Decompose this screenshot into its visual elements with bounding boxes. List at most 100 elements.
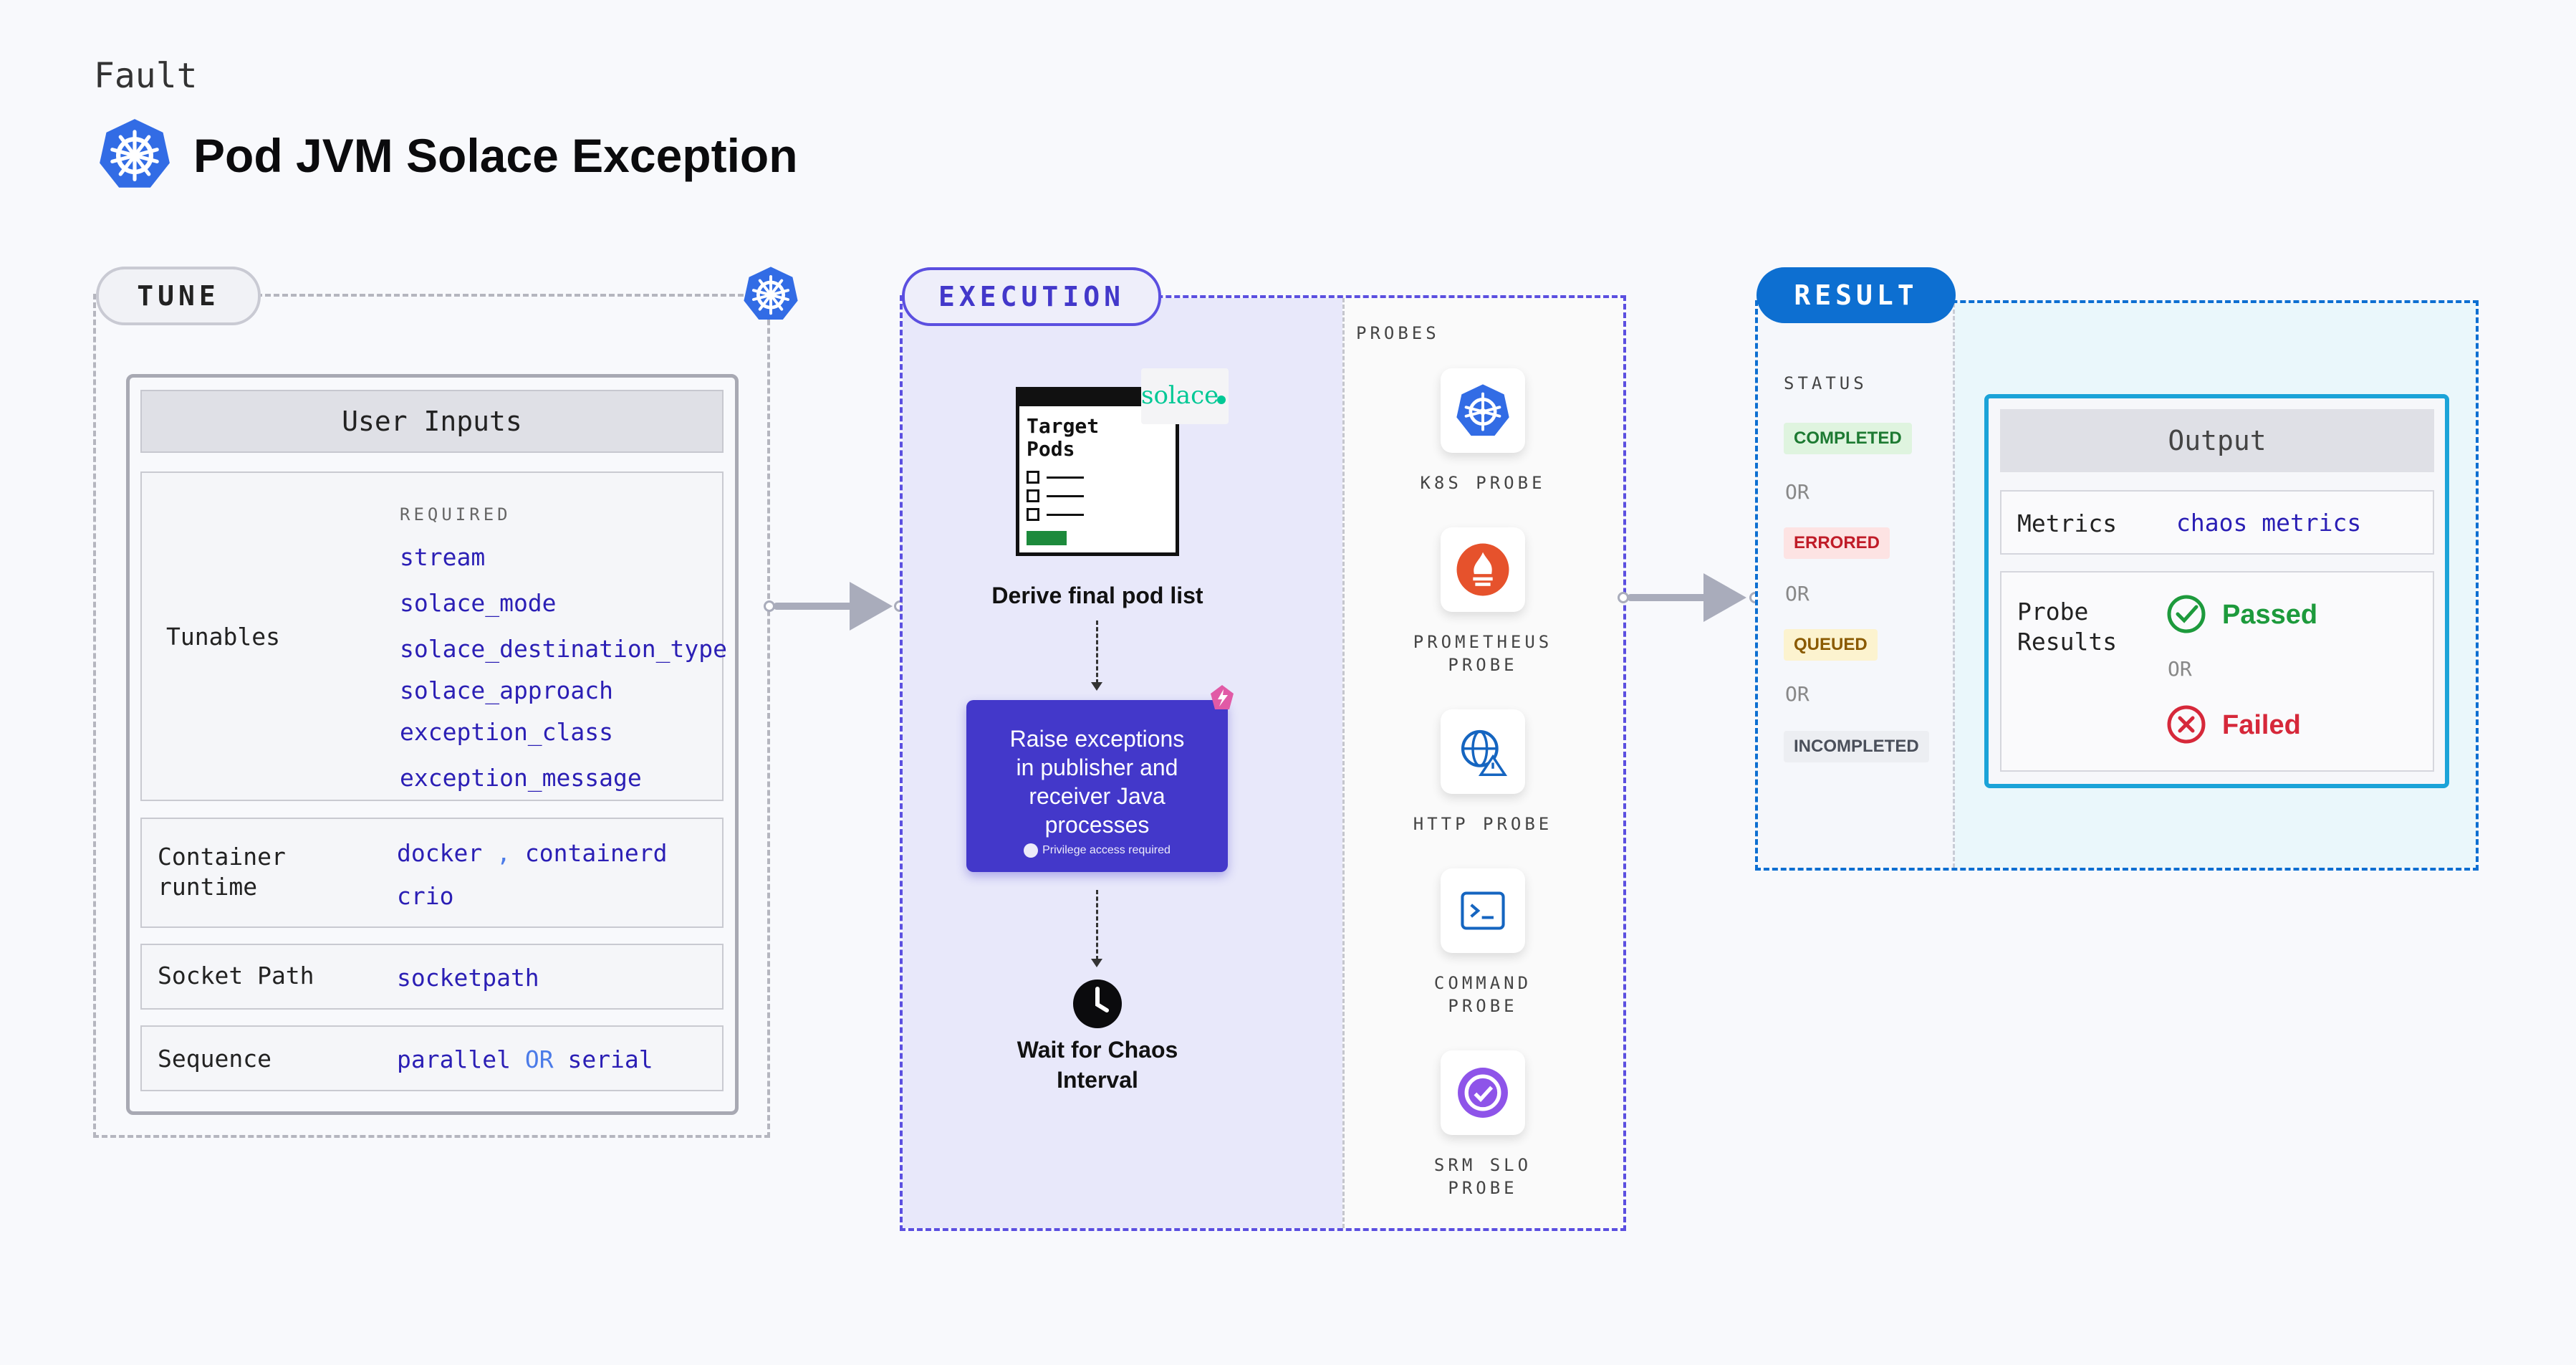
socket-path-label: Socket Path xyxy=(158,962,314,990)
probe-results-label: Probe Results xyxy=(2017,597,2117,657)
flow-connector xyxy=(1096,621,1098,684)
status-incompleted-badge: INCOMPLETED xyxy=(1784,731,1929,762)
or-separator: OR xyxy=(1785,682,1810,706)
checklist xyxy=(1019,468,1176,524)
metrics-row: Metrics chaos metrics xyxy=(2000,490,2434,555)
terminal-icon xyxy=(1441,868,1525,953)
title-row: Pod JVM Solace Exception xyxy=(97,116,798,195)
status-label: STATUS xyxy=(1784,373,1868,393)
k8s-probe: K8S PROBE xyxy=(1343,368,1623,494)
or-separator: OR xyxy=(1785,480,1810,504)
raise-line2: in publisher and xyxy=(1016,755,1178,780)
required-label: REQUIRED xyxy=(400,504,511,525)
socket-path-cell: Socket Path socketpath xyxy=(140,944,724,1010)
solace-logo: solace xyxy=(1141,368,1229,424)
k8s-icon xyxy=(1441,368,1525,453)
container-runtime-label: Container runtime xyxy=(158,842,286,902)
flow-arrow-icon xyxy=(1091,959,1102,967)
arrow-execution-to-result xyxy=(1628,594,1706,601)
wait-line1: Wait for Chaos xyxy=(1017,1037,1178,1063)
wait-step-label: Wait for Chaos Interval xyxy=(947,1035,1248,1095)
tunable-solace-approach: solace_approach xyxy=(400,676,614,704)
runtime-separator: , xyxy=(496,839,511,867)
raise-exceptions-step: Raise exceptions in publisher and receiv… xyxy=(966,700,1228,872)
status-queued-badge: QUEUED xyxy=(1784,629,1878,661)
container-runtime-label-line1: Container xyxy=(158,843,286,871)
socket-path-value: socketpath xyxy=(397,964,539,992)
arrow-head-icon xyxy=(850,582,893,631)
result-pill: RESULT xyxy=(1756,267,1956,323)
tunable-solace-destination-type: solace_destination_type xyxy=(400,635,727,663)
tune-pill: TUNE xyxy=(96,267,261,325)
tunable-stream: stream xyxy=(400,543,486,571)
or-separator: OR xyxy=(2168,657,2192,681)
solace-logo-text: solace xyxy=(1141,381,1219,410)
target-green-bar xyxy=(1027,531,1067,545)
passed-check-icon xyxy=(2166,594,2206,638)
target-label-line1: Target xyxy=(1027,414,1100,438)
probes-label: PROBES xyxy=(1356,323,1440,343)
lock-icon xyxy=(1024,843,1039,858)
execution-pill: EXECUTION xyxy=(902,267,1161,326)
or-separator: OR xyxy=(1785,582,1810,605)
tunable-solace-mode: solace_mode xyxy=(400,589,557,617)
tunables-label: Tunables xyxy=(166,623,280,651)
failed-x-icon xyxy=(2166,704,2206,748)
wait-line2: Interval xyxy=(1057,1067,1138,1093)
container-runtime-cell: Container runtime docker , containerd cr… xyxy=(140,818,724,928)
tunables-cell: Tunables REQUIRED stream solace_mode sol… xyxy=(140,471,727,801)
target-pods-label: Target Pods xyxy=(1019,406,1176,461)
sequence-values: parallel OR serial xyxy=(397,1045,653,1073)
http-probe: HTTP PROBE xyxy=(1343,709,1623,835)
runtime-values-line1: docker , containerd xyxy=(397,839,668,867)
result-section xyxy=(1755,300,2479,871)
tunable-exception-message: exception_message xyxy=(400,764,642,792)
arrow-head-icon xyxy=(1703,573,1746,622)
raise-line1: Raise exceptions xyxy=(1009,726,1185,752)
page-title: Pod JVM Solace Exception xyxy=(193,129,798,182)
user-inputs-header: User Inputs xyxy=(140,390,724,453)
tune-top-border xyxy=(256,294,744,297)
privilege-text: Privilege access required xyxy=(1042,844,1171,857)
probe-results-line2: Results xyxy=(2017,628,2118,656)
flow-connector xyxy=(1096,890,1098,960)
clock-icon xyxy=(1072,979,1123,1033)
k8s-probe-label: K8S PROBE xyxy=(1420,473,1546,493)
sequence-cell: Sequence parallel OR serial xyxy=(140,1025,724,1091)
fault-label: Fault xyxy=(94,56,198,96)
sequence-serial: serial xyxy=(567,1045,653,1073)
runtime-docker: docker xyxy=(397,839,483,867)
arrow-tune-to-execution xyxy=(774,603,854,610)
output-header: Output xyxy=(2000,409,2434,472)
status-column xyxy=(1758,303,1955,868)
http-probe-label: HTTP PROBE xyxy=(1413,814,1553,834)
runtime-crio: crio xyxy=(397,882,454,910)
container-runtime-label-line2: runtime xyxy=(158,873,258,901)
target-card-header-bar xyxy=(1019,391,1176,406)
metrics-label: Metrics xyxy=(2017,509,2118,537)
sequence-parallel: parallel xyxy=(397,1045,511,1073)
probe-results-line1: Probe xyxy=(2017,598,2089,626)
failed-label: Failed xyxy=(2222,710,2301,740)
raise-exceptions-text: Raise exceptions in publisher and receiv… xyxy=(966,700,1228,839)
status-completed-badge: COMPLETED xyxy=(1784,423,1912,454)
privilege-note: Privilege access required xyxy=(966,843,1228,858)
tune-section xyxy=(93,294,770,1138)
kubernetes-icon xyxy=(742,265,799,326)
passed-label: Passed xyxy=(2222,600,2318,630)
solace-dot xyxy=(1217,396,1226,404)
flow-arrow-icon xyxy=(1091,682,1102,691)
prometheus-icon xyxy=(1441,527,1525,612)
sequence-or: OR xyxy=(524,1045,554,1073)
tunable-exception-class: exception_class xyxy=(400,718,614,746)
derive-step-label: Derive final pod list xyxy=(991,583,1203,608)
http-globe-icon xyxy=(1441,709,1525,794)
execution-section xyxy=(900,295,1626,1231)
raise-line4: processes xyxy=(1044,812,1150,838)
